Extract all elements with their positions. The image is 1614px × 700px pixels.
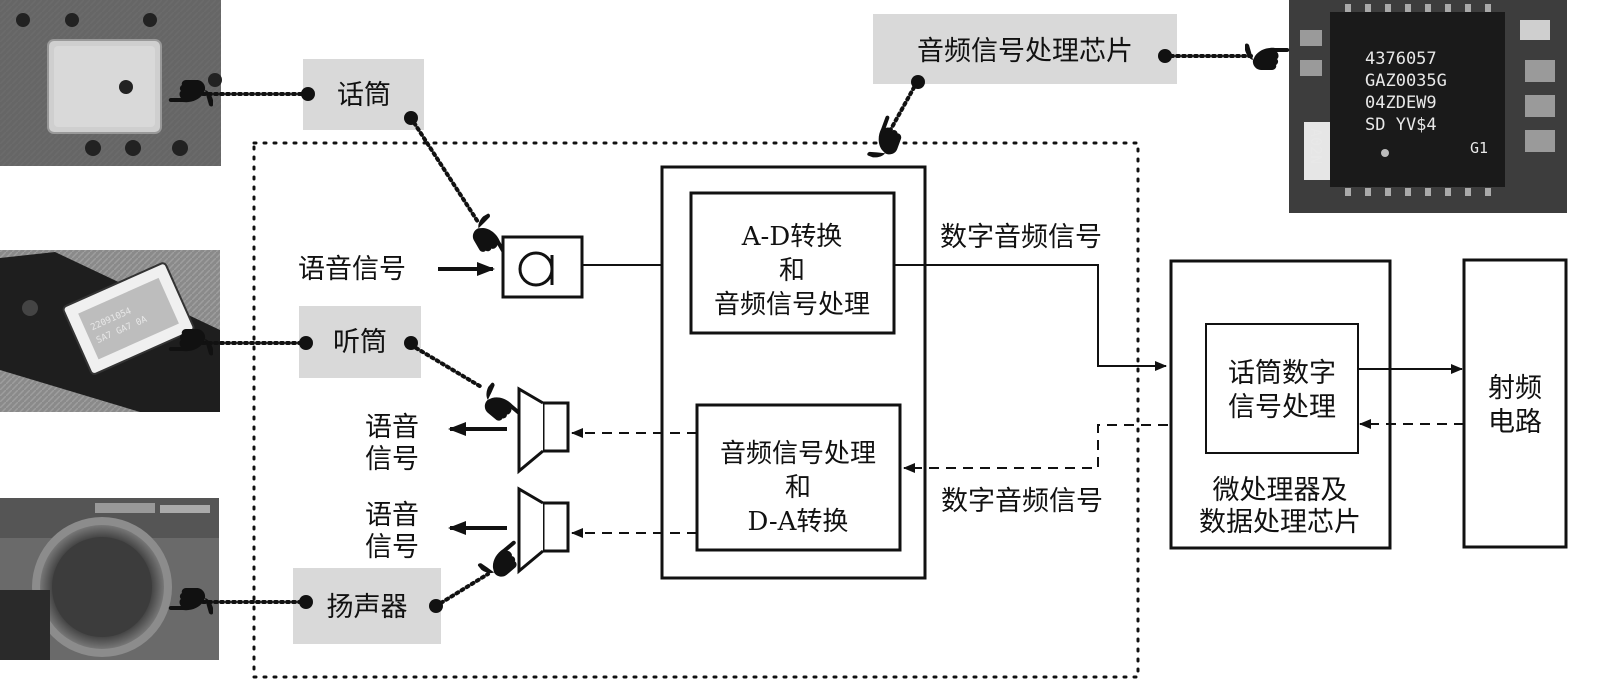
digital-audio-top-label: 数字音频信号 (940, 222, 1102, 253)
dac-block (695, 403, 902, 552)
rf-label-line1: 射频 (1488, 373, 1542, 404)
speaker-callout-bg (293, 568, 441, 644)
adc-label-line2: 和 (779, 256, 805, 286)
voice-out-1-line2: 信号 (365, 444, 419, 475)
digital-audio-bottom-label: 数字音频信号 (941, 486, 1103, 517)
audio-chip-boundary (252, 141, 1140, 679)
chip-marking-line3: 04ZDEW9 (1365, 93, 1437, 113)
adc-label-line3: 音频信号处理 (714, 290, 870, 320)
earpiece-callout: 听筒 (333, 327, 387, 358)
mic-dsp-label-line1: 话筒数字 (1228, 358, 1336, 389)
voice-out-1-line1: 语音 (365, 412, 419, 443)
voice-out-2-line2: 信号 (365, 532, 419, 563)
processor-label-line2: 数据处理芯片 (1199, 507, 1361, 538)
voice-signal-in-label: 语音信号 (298, 254, 406, 285)
chip-marking-line1: 4376057 (1365, 49, 1437, 69)
adc-label-line1: A-D转换 (741, 222, 842, 252)
audio-chip-callout-bg (873, 14, 1177, 84)
callout-pointers (201, 54, 1254, 608)
pointing-hand-icon (1245, 43, 1290, 70)
adc-to-processor-line (894, 264, 1167, 371)
mic-dsp-label-line2: 信号处理 (1228, 392, 1336, 423)
earpiece-callout-bg (299, 306, 421, 378)
microphone-symbol (501, 235, 584, 299)
adc-block (689, 191, 896, 335)
speaker-photo (0, 498, 219, 660)
chip-marking-corner: G1 (1470, 139, 1488, 157)
processor-label-line1: 微处理器及 (1213, 475, 1348, 506)
audio-chip-photo: 4376057 GAZ0035G 04ZDEW9 SD YV$4 G1 A02N (1289, 0, 1567, 213)
dac-label-line1: 音频信号处理 (720, 439, 876, 469)
processor-to-dac-line (903, 424, 1168, 473)
chip-marking-line2: GAZ0035G (1365, 71, 1447, 91)
audio-chip-callout: 音频信号处理芯片 (917, 36, 1133, 67)
callout-dots (299, 49, 1172, 613)
dac-label-line2: 和 (785, 473, 811, 503)
earpiece-speaker-symbol (517, 386, 570, 475)
rf-circuit-block (1462, 258, 1568, 549)
pointing-hand-icon (866, 113, 907, 165)
microphone-callout-bg (303, 59, 424, 130)
chip-marking-line4: SD YV$4 (1365, 115, 1437, 135)
dac-label-line3: D-A转换 (748, 507, 849, 537)
speaker-callout: 扬声器 (327, 592, 408, 623)
microphone-callout: 话筒 (337, 80, 391, 111)
rf-label-line2: 电路 (1488, 407, 1542, 438)
loudspeaker-symbol (517, 486, 570, 575)
side-part-marking: A02N (1307, 128, 1325, 164)
voice-out-2-line1: 语音 (365, 500, 419, 531)
mic-dsp-block (1205, 323, 1359, 454)
